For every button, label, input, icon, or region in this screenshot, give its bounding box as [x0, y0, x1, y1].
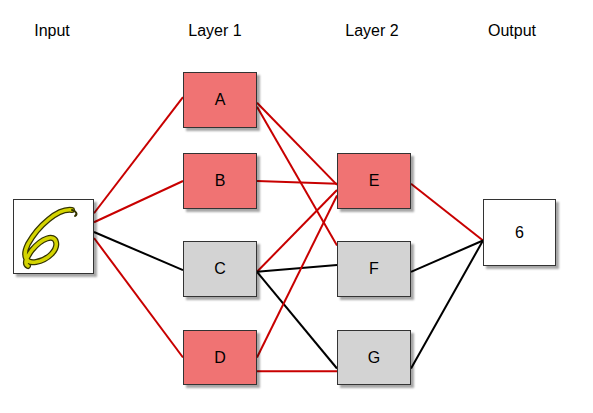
node-label: A — [215, 91, 226, 109]
neuron-box: F — [337, 241, 411, 297]
connection-line — [257, 370, 337, 372]
connection-line — [257, 181, 337, 184]
node-label: C — [214, 260, 226, 278]
connection-line — [257, 103, 337, 185]
output-box: 6 — [483, 199, 556, 266]
column-header: Layer 2 — [322, 22, 422, 40]
connection-line — [94, 97, 183, 213]
neuron-box: B — [183, 153, 257, 209]
connection-line — [94, 232, 183, 270]
node-label: 6 — [515, 224, 524, 242]
neuron-box: E — [337, 153, 411, 209]
connection-line — [257, 265, 337, 272]
neuron-box: G — [337, 330, 411, 385]
connection-line — [411, 184, 483, 241]
connection-line — [257, 272, 337, 369]
connection-line — [411, 241, 483, 272]
neuron-box: D — [183, 330, 257, 385]
connection-line — [94, 238, 183, 358]
node-label: D — [214, 349, 226, 367]
column-header: Output — [462, 22, 562, 40]
column-header: Layer 1 — [165, 22, 265, 40]
connection-line — [411, 241, 483, 369]
node-label: F — [369, 260, 379, 278]
node-label: B — [215, 172, 226, 190]
connection-line — [257, 107, 337, 246]
neuron-box: A — [183, 72, 257, 128]
node-label: G — [368, 349, 380, 367]
node-label: E — [369, 172, 380, 190]
connection-line — [257, 190, 337, 272]
handwritten-digit-image — [14, 200, 92, 272]
connection-line — [94, 181, 183, 222]
neuron-box: C — [183, 241, 257, 297]
column-header: Input — [2, 22, 102, 40]
connection-line — [257, 196, 337, 358]
